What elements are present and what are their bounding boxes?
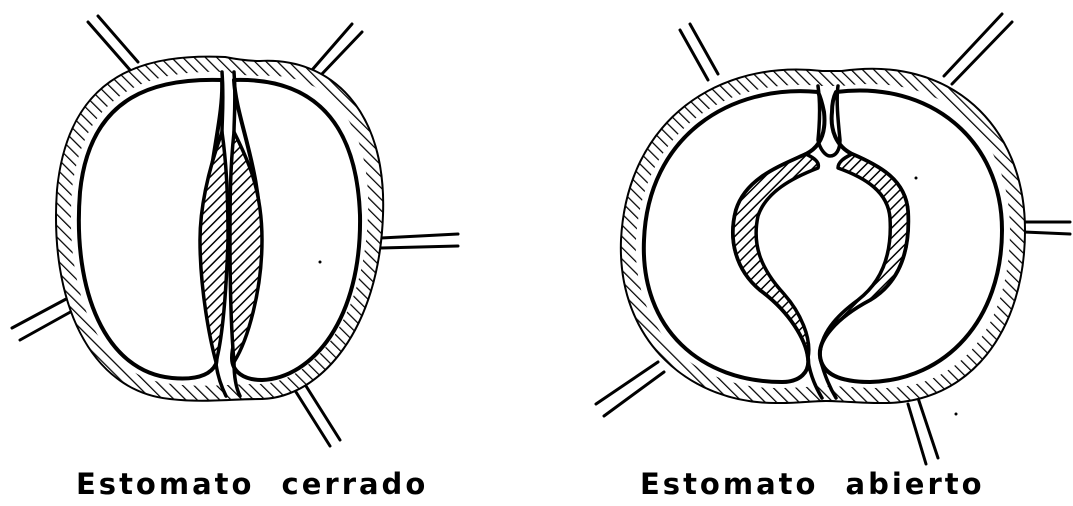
open-stoma [596, 14, 1070, 464]
caption-closed-stoma: Estomato cerrado [76, 470, 428, 499]
caption-open-stoma: Estomato abierto [640, 470, 985, 499]
closed-stoma [12, 16, 458, 446]
open-guard-cell-right [820, 90, 1002, 382]
